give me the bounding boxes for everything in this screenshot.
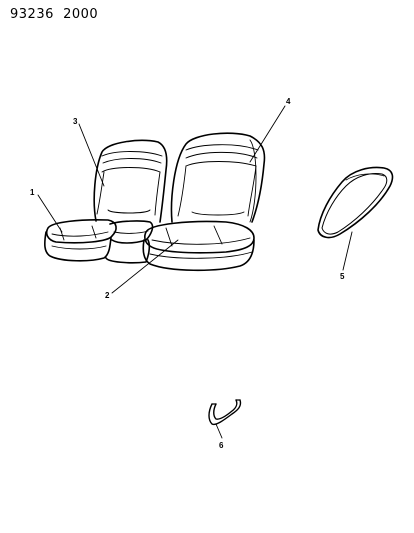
leader-line-2: [111, 239, 179, 294]
callout-2: 2: [105, 291, 110, 300]
leader-line-5: [342, 231, 353, 271]
callout-3: 3: [73, 117, 78, 126]
right-seat: [142, 132, 266, 272]
left-seat-back: [93, 139, 168, 223]
callout-4: 4: [286, 97, 291, 106]
callout-1: 1: [30, 188, 35, 197]
leader-line-4: [249, 105, 286, 163]
seat-back-cover: [317, 166, 394, 239]
bracket-part: [208, 399, 242, 426]
callout-5: 5: [340, 272, 345, 281]
callout-labels: 1 2 3 4 5 6: [30, 97, 345, 450]
leader-line-1: [37, 194, 63, 233]
diagram-reference-code: 93236 2000: [10, 7, 99, 22]
right-seat-back: [170, 132, 266, 223]
leader-line-3: [78, 123, 105, 187]
left-seat-cushion: [44, 219, 117, 262]
callout-6: 6: [219, 441, 224, 450]
leader-lines: [37, 105, 353, 439]
leader-line-6: [215, 423, 223, 439]
right-seat-cushion: [142, 220, 255, 272]
